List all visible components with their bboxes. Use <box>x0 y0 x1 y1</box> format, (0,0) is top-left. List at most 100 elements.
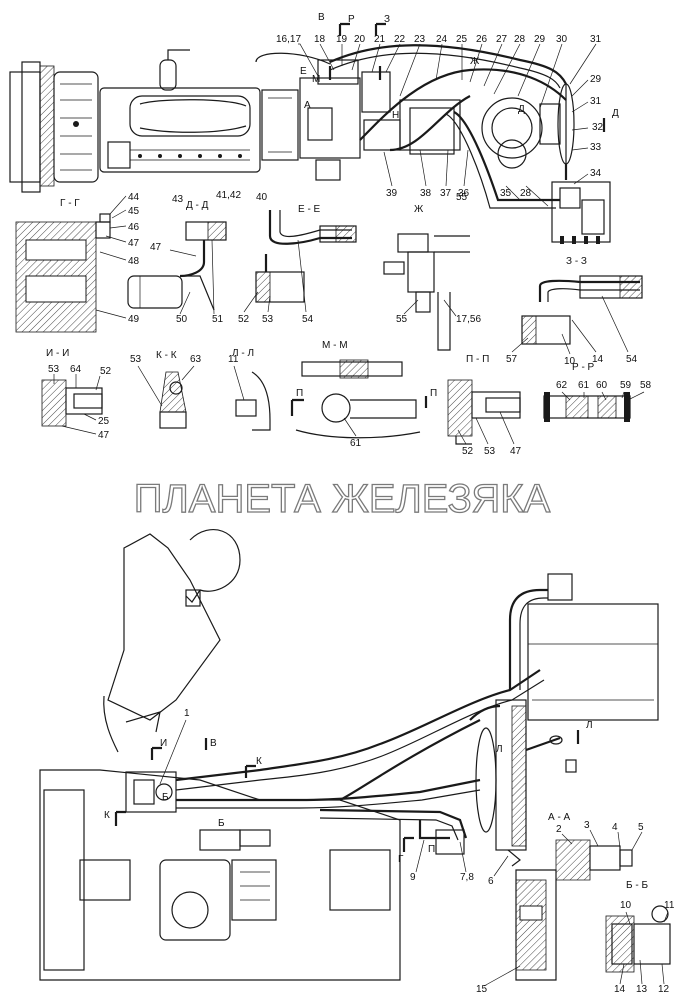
svg-text:П - П: П - П <box>466 354 489 365</box>
svg-text:11: 11 <box>664 900 675 911</box>
svg-text:58: 58 <box>640 380 652 391</box>
svg-text:9: 9 <box>410 872 416 883</box>
svg-text:М - М: М - М <box>322 340 348 351</box>
svg-text:64: 64 <box>70 364 82 375</box>
svg-text:25: 25 <box>456 34 468 45</box>
section-p-p: П - П 52 53 47 <box>447 354 522 457</box>
svg-text:24: 24 <box>436 34 448 45</box>
svg-text:25: 25 <box>98 416 110 427</box>
svg-text:14: 14 <box>614 984 626 995</box>
svg-text:47: 47 <box>510 446 522 457</box>
svg-text:54: 54 <box>626 354 638 365</box>
svg-text:10: 10 <box>564 356 576 367</box>
svg-text:А - А: А - А <box>548 812 571 823</box>
svg-text:29: 29 <box>534 34 546 45</box>
svg-text:Л: Л <box>586 720 593 731</box>
svg-text:П: П <box>296 388 303 399</box>
svg-text:55: 55 <box>396 314 408 325</box>
svg-text:50: 50 <box>176 314 188 325</box>
svg-text:14: 14 <box>592 354 604 365</box>
svg-text:29: 29 <box>590 74 602 85</box>
svg-text:41,42: 41,42 <box>216 190 241 201</box>
svg-text:45: 45 <box>128 206 140 217</box>
svg-text:27: 27 <box>496 34 508 45</box>
svg-text:38: 38 <box>420 188 432 199</box>
svg-text:35: 35 <box>500 188 512 199</box>
svg-text:Б: Б <box>162 792 169 803</box>
bottom-tractor-view <box>39 529 659 981</box>
svg-text:20: 20 <box>354 34 366 45</box>
svg-text:Е - Е: Е - Е <box>298 204 321 215</box>
svg-text:11: 11 <box>228 354 239 365</box>
svg-text:48: 48 <box>128 256 140 267</box>
svg-text:К: К <box>256 756 262 767</box>
section-l-l: Л - Л 11 <box>228 348 271 431</box>
svg-text:П: П <box>430 388 437 399</box>
svg-text:Б - Б: Б - Б <box>626 880 648 891</box>
svg-text:44: 44 <box>128 192 140 203</box>
svg-text:10: 10 <box>620 900 632 911</box>
svg-text:49: 49 <box>128 314 140 325</box>
section-r-r: Р - Р 62 61 60 59 58 <box>543 362 652 422</box>
svg-text:К - К: К - К <box>156 350 177 361</box>
svg-text:22: 22 <box>394 34 406 45</box>
svg-text:54: 54 <box>302 314 314 325</box>
section-b-b: Б - Б 10 11 14 13 12 <box>605 880 675 995</box>
svg-text:26: 26 <box>476 34 488 45</box>
svg-text:15: 15 <box>476 984 488 995</box>
svg-text:31: 31 <box>590 34 602 45</box>
svg-text:23: 23 <box>414 34 426 45</box>
svg-text:4: 4 <box>612 822 618 833</box>
svg-text:33: 33 <box>590 142 602 153</box>
view-zh: Ж 55 55 17,56 <box>383 192 481 351</box>
svg-text:2: 2 <box>556 824 562 835</box>
svg-text:Л: Л <box>496 744 503 755</box>
svg-text:З: З <box>384 14 390 25</box>
svg-text:Д - Д: Д - Д <box>186 200 209 211</box>
svg-text:52: 52 <box>238 314 250 325</box>
svg-text:Л - Л: Л - Л <box>232 348 254 359</box>
svg-text:39: 39 <box>386 188 398 199</box>
svg-text:16,17: 16,17 <box>276 34 301 45</box>
svg-text:61: 61 <box>350 438 362 449</box>
svg-text:Д: Д <box>612 108 619 119</box>
top-view-marks: В Р З Е М А Н Ж Д Д <box>300 12 619 132</box>
svg-text:46: 46 <box>128 222 140 233</box>
svg-text:Ж: Ж <box>470 56 480 67</box>
svg-text:Д: Д <box>518 104 525 115</box>
svg-text:В: В <box>210 738 217 749</box>
svg-text:47: 47 <box>98 430 110 441</box>
section-g-g: Г - Г 44 45 46 47 48 49 <box>15 192 140 333</box>
svg-text:Р: Р <box>348 14 355 25</box>
svg-text:37: 37 <box>440 188 452 199</box>
svg-text:53: 53 <box>484 446 496 457</box>
svg-text:13: 13 <box>636 984 648 995</box>
svg-text:60: 60 <box>596 380 608 391</box>
svg-text:М: М <box>312 74 320 85</box>
svg-text:34: 34 <box>590 168 602 179</box>
section-a-a: А - А 2 3 4 5 15 <box>476 812 644 995</box>
svg-text:36: 36 <box>458 188 470 199</box>
svg-text:51: 51 <box>212 314 224 325</box>
svg-text:21: 21 <box>374 34 386 45</box>
svg-text:47: 47 <box>150 242 162 253</box>
svg-text:43: 43 <box>172 194 184 205</box>
svg-text:З - З: З - З <box>566 256 587 267</box>
svg-text:И: И <box>160 738 167 749</box>
svg-text:61: 61 <box>578 380 590 391</box>
svg-text:И - И: И - И <box>46 348 69 359</box>
svg-text:7,8: 7,8 <box>460 872 474 883</box>
svg-text:52: 52 <box>462 446 474 457</box>
svg-text:6: 6 <box>488 876 494 887</box>
section-d-d: Д - Д 43 41,42 47 50 51 <box>127 190 241 325</box>
svg-text:52: 52 <box>100 366 112 377</box>
svg-text:32: 32 <box>592 122 604 133</box>
svg-text:3: 3 <box>584 820 590 831</box>
svg-text:5: 5 <box>638 822 644 833</box>
svg-text:30: 30 <box>556 34 568 45</box>
svg-text:Н: Н <box>392 110 399 121</box>
svg-text:28: 28 <box>520 188 532 199</box>
svg-text:Б: Б <box>218 818 225 829</box>
svg-text:28: 28 <box>514 34 526 45</box>
